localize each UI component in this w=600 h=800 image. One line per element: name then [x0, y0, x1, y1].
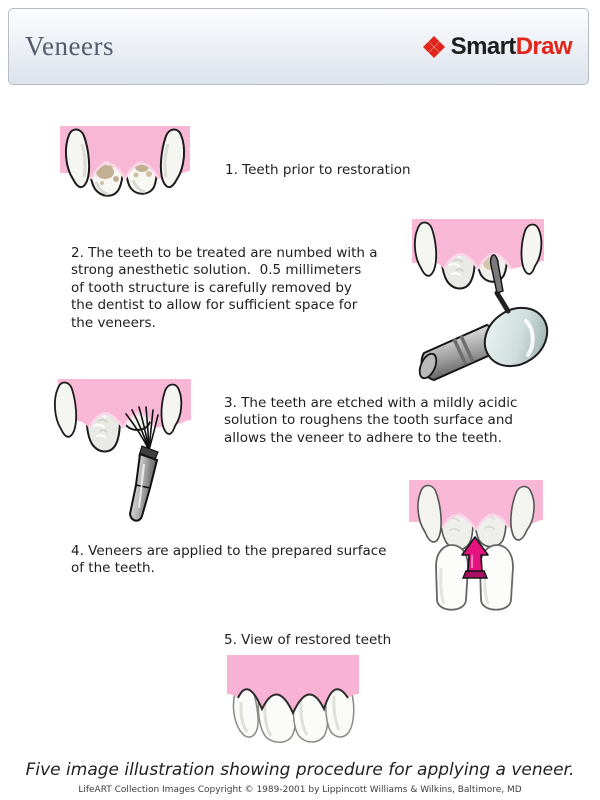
logo-wordmark: SmartDraw — [450, 32, 573, 61]
smartdraw-logo: SmartDraw — [422, 32, 573, 61]
step2-caption: 2. The teeth to be treated are numbed wi… — [71, 245, 382, 331]
header-bar: Veneers SmartDraw — [8, 8, 589, 85]
step4-veneer-placement-illustration — [403, 476, 555, 620]
step1-stained-teeth-illustration — [52, 122, 200, 220]
step4-caption: 4. Veneers are applied to the prepared s… — [71, 543, 391, 577]
logo-text-draw: Draw — [515, 32, 573, 60]
figure-caption: Five image illustration showing procedur… — [25, 760, 575, 780]
step5-restored-teeth-illustration — [221, 652, 366, 744]
step3-etch-brush-illustration — [36, 374, 204, 526]
step1-caption: 1. Teeth prior to restoration — [225, 162, 411, 178]
step3-caption: 3. The teeth are etched with a mildly ac… — [224, 395, 522, 446]
logo-text-smart: Smart — [450, 32, 517, 60]
step5-caption: 5. View of restored teeth — [224, 632, 392, 648]
copyright-notice: LifeART Collection Images Copyright © 19… — [78, 785, 522, 795]
smartdraw-diamond-icon — [422, 35, 445, 58]
page-title: Veneers — [25, 31, 114, 61]
step2-drill-illustration — [398, 213, 562, 382]
